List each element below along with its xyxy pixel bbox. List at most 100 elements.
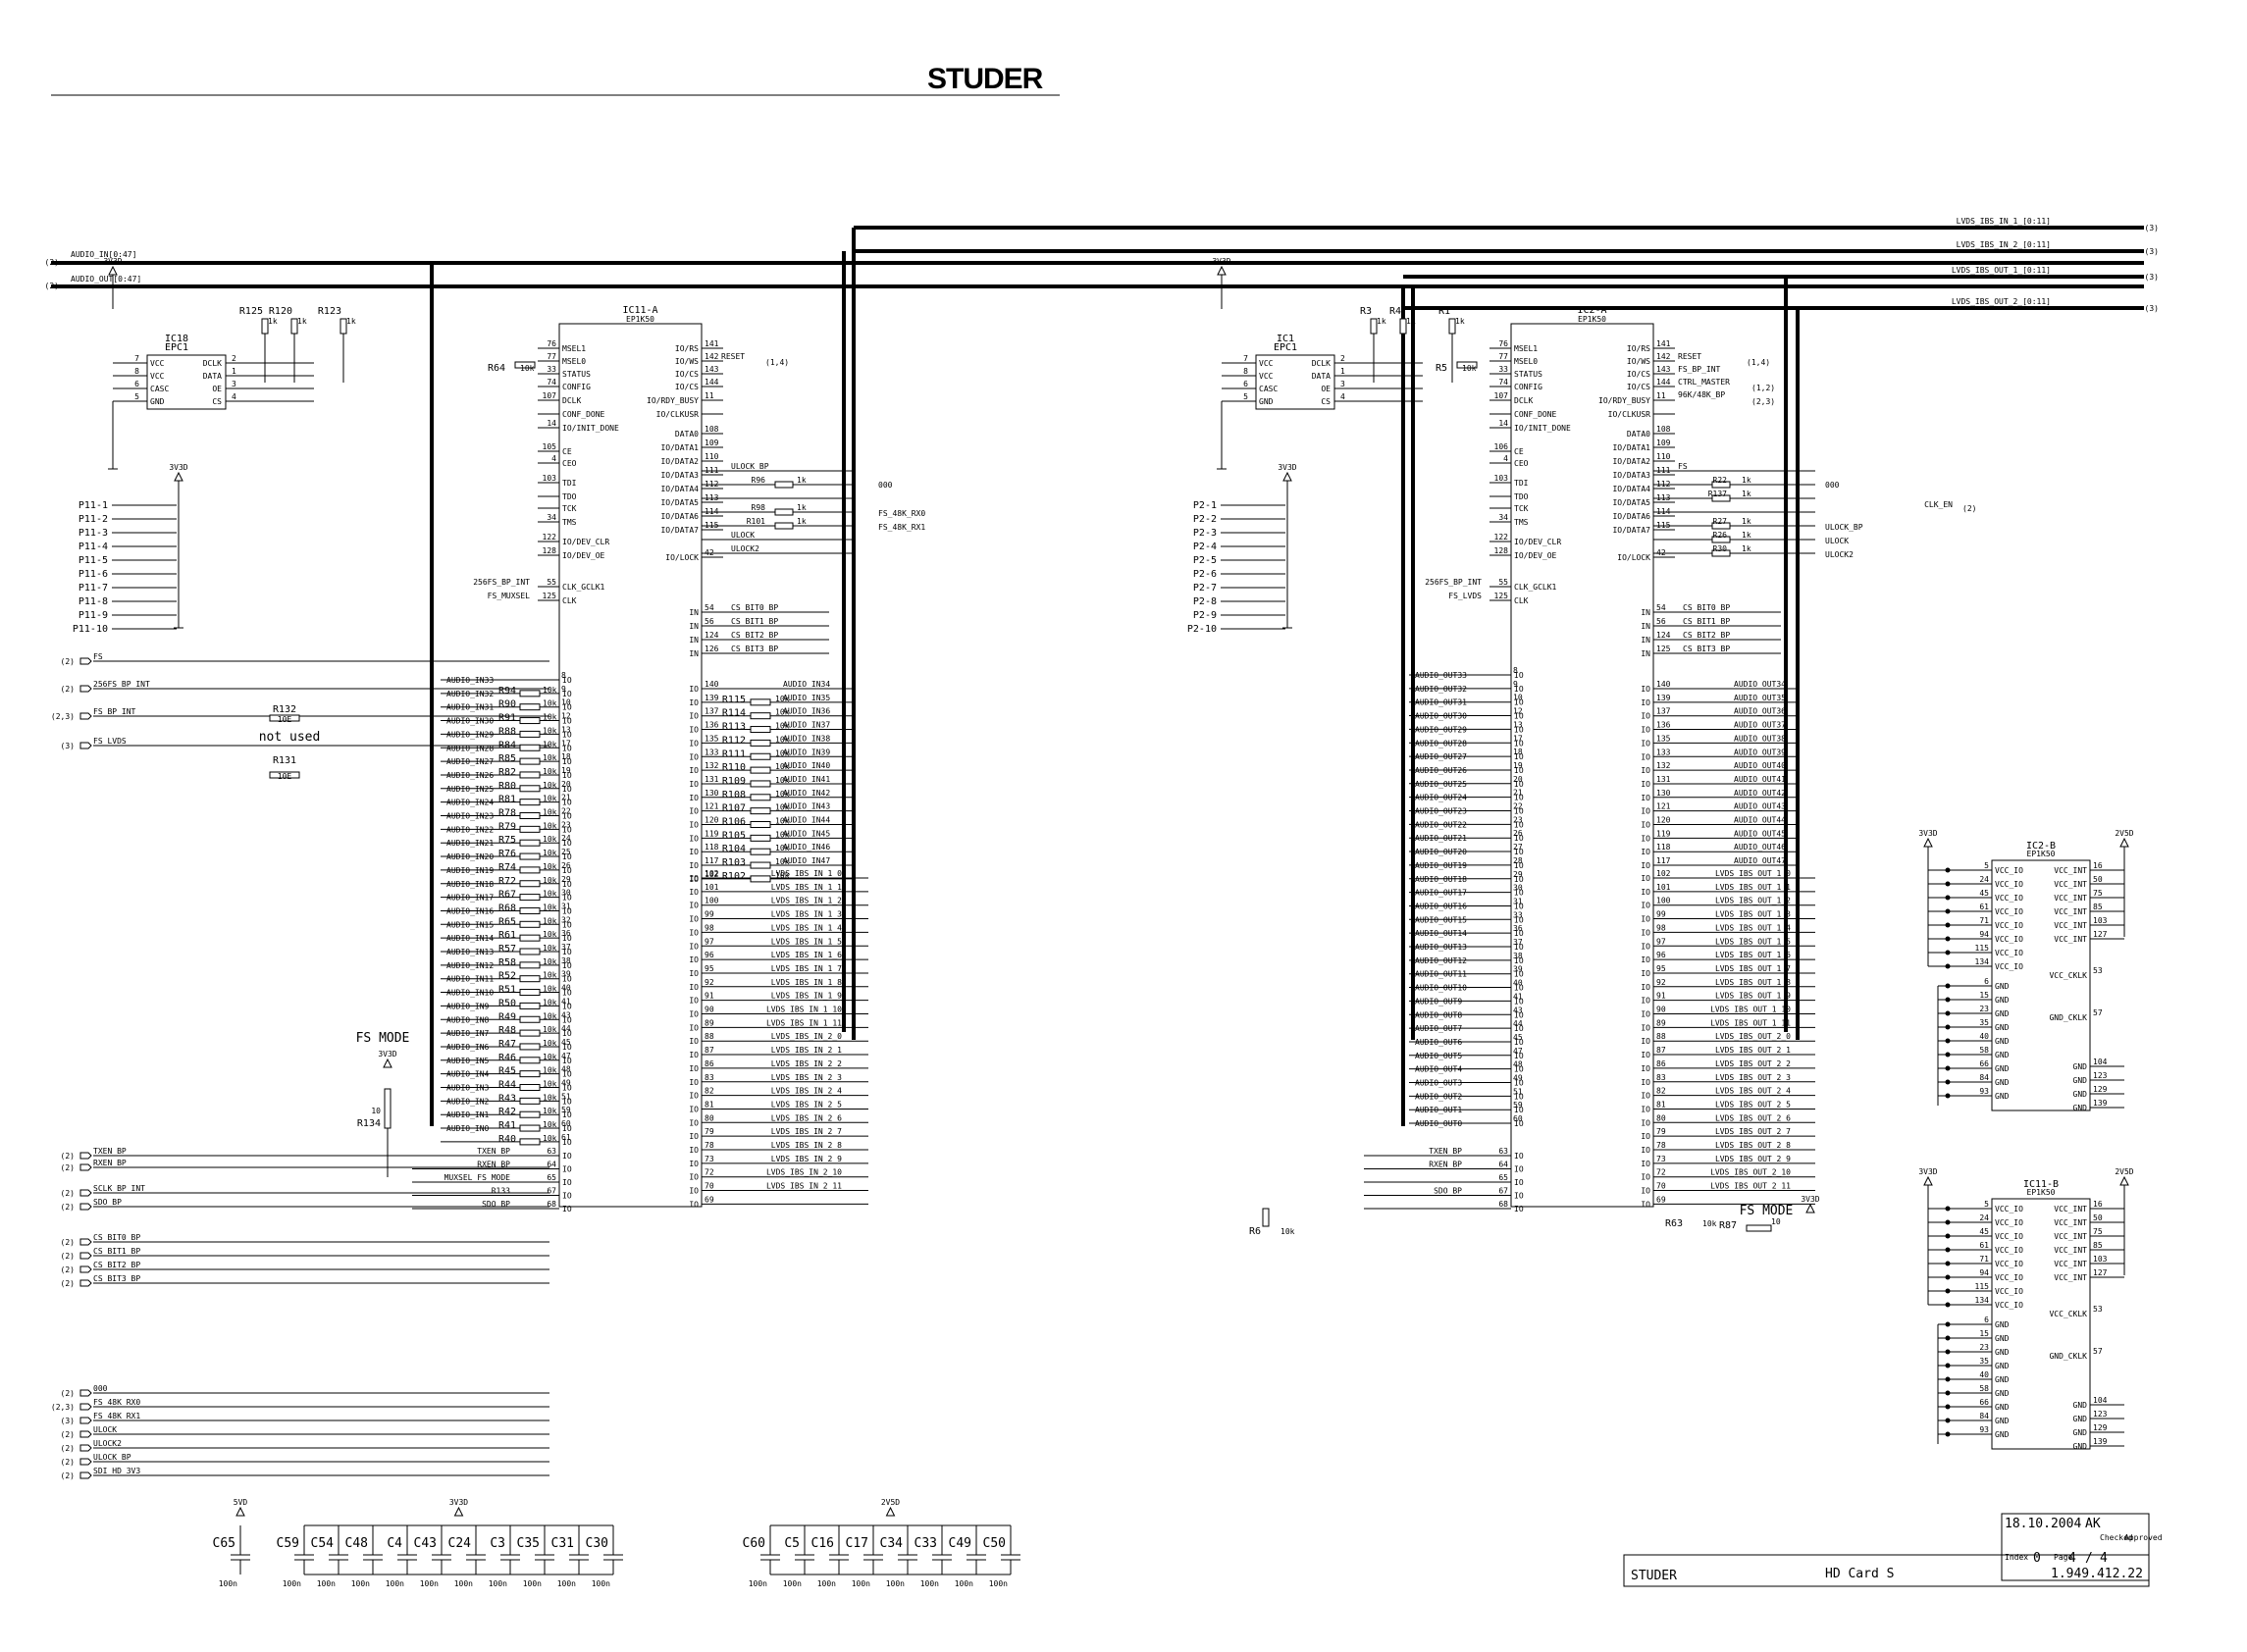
pin-number: 58	[1979, 1384, 1989, 1393]
net-label: AUDIO_IN23	[446, 812, 494, 821]
pin-number: 90	[1656, 1006, 1666, 1014]
net-label: CLK_EN	[1924, 500, 1953, 509]
title-index: 0	[2033, 1551, 2041, 1566]
io-label: IO	[689, 1064, 699, 1073]
port-ref: (3)	[61, 1417, 75, 1425]
resistor-value: 10k	[543, 1025, 557, 1034]
resistor-value: 10	[1771, 1217, 1781, 1226]
pin-number: 5	[1984, 1200, 1989, 1209]
cap-ref: C3	[490, 1536, 505, 1551]
connector-pin: P11-4	[78, 542, 108, 552]
pin-name: CONFIG	[1514, 383, 1542, 391]
net-label: ULOCK2	[731, 544, 759, 553]
io-label: IO	[689, 1023, 699, 1032]
pin-number: 45	[561, 1038, 571, 1047]
resistor-value: 10k	[543, 821, 557, 830]
io-label: IO	[689, 821, 699, 830]
pin-number: 76	[1498, 339, 1508, 348]
power-block	[1991, 1198, 2091, 1450]
port-ref: (2)	[61, 1444, 75, 1453]
cap-ref: C48	[345, 1536, 368, 1551]
net-label: AUDIO_OUT1	[1415, 1106, 1462, 1114]
net-label: CS_BIT0_BP	[731, 603, 778, 612]
series-resistor	[1711, 494, 1731, 502]
pin-number: 60	[561, 1119, 571, 1128]
pin-number: 35	[1979, 1018, 1989, 1027]
cap-ref: C4	[387, 1536, 402, 1551]
io-label: IO	[1514, 807, 1524, 816]
series-resistor	[750, 712, 771, 720]
cap-value: 100n	[523, 1579, 542, 1588]
resistor-value: 10k	[543, 795, 557, 803]
cap-ref: C17	[846, 1536, 868, 1551]
net-label: AUDIO_OUT28	[1415, 739, 1467, 748]
resistor-value: 10k	[775, 776, 790, 785]
studer-logo: STUDER	[927, 63, 1044, 95]
resistor-ref: R42	[498, 1107, 516, 1117]
pin-number: 7	[134, 354, 139, 363]
io-label: IO	[562, 785, 572, 794]
pin-name: VCC_CKLK	[2049, 971, 2087, 980]
io-label: IO	[1514, 1178, 1524, 1187]
pin-number: 84	[1979, 1412, 1989, 1420]
pin-number: 141	[705, 339, 719, 348]
resistor-ref: R125	[239, 306, 263, 317]
pin-name: GND	[1995, 996, 2010, 1005]
pin-number: 104	[2093, 1058, 2108, 1066]
pin-number: 41	[1513, 992, 1523, 1001]
io-label: IO	[689, 726, 699, 735]
junction-dot	[1945, 1093, 1951, 1099]
pin-number: 53	[2093, 1305, 2103, 1314]
pin-number: 9	[561, 685, 566, 694]
connector-pin: P2-3	[1193, 528, 1217, 539]
bus-ref: (3)	[2145, 247, 2159, 256]
net-label: AUDIO_IN47	[783, 856, 830, 865]
net-label: AUDIO_OUT39	[1734, 748, 1786, 756]
io-label: IO	[1641, 1051, 1650, 1059]
pin-name: GND	[1995, 1403, 2010, 1412]
pin-number: 112	[705, 480, 719, 489]
pin-number: 49	[561, 1079, 571, 1088]
pin-name: VCC	[150, 372, 165, 381]
pin-number: 39	[1513, 965, 1523, 974]
supply-arrow	[453, 1506, 464, 1517]
io-label: IO	[562, 1015, 572, 1024]
pin-number: 130	[705, 789, 719, 798]
net-label: LVDS_IBS_OUT_1_10	[1710, 1006, 1791, 1014]
ic-ref: IC18	[165, 334, 188, 344]
io-label: IO	[1641, 1132, 1650, 1141]
pin-number: 36	[561, 929, 571, 938]
net-label: AUDIO_IN45	[783, 829, 830, 838]
pin-number: 14	[547, 419, 556, 428]
series-resistor	[519, 1124, 541, 1132]
cap-ref: C50	[983, 1536, 1006, 1551]
ic-ref: IC11-B	[2023, 1179, 2059, 1190]
pin-name: VCC_IO	[1995, 1301, 2023, 1310]
io-label: IN	[689, 636, 699, 645]
net-label: R30	[1713, 544, 1728, 553]
net-label: AUDIO_OUT7	[1415, 1024, 1462, 1033]
pin-name: GND	[1995, 1389, 2010, 1398]
pin-number: 10	[1513, 694, 1523, 702]
resistor-value: 10k	[543, 916, 557, 925]
resistor-ref: R6	[1249, 1226, 1261, 1237]
series-resistor	[519, 690, 541, 697]
pin-name: IO/CLKUSR	[656, 410, 700, 419]
pin-number: 125	[543, 592, 557, 600]
junction-dot	[1945, 1335, 1951, 1341]
net-label: LVDS_IBS_IN_1_11	[766, 1018, 842, 1027]
pin-number: 49	[1513, 1074, 1523, 1083]
pin-name: CONF_DONE	[1514, 410, 1557, 419]
pin-name: VCC_IO	[1995, 1246, 2023, 1255]
pin-number: 6	[1984, 1316, 1989, 1324]
resistor-value: 10k	[775, 695, 790, 703]
pin-number: 77	[547, 352, 556, 361]
net-label: FS_48K_RX1	[878, 523, 925, 532]
pin-number: 63	[547, 1147, 556, 1156]
net-label: CS_BIT3_BP	[731, 645, 778, 653]
io-label: IO	[562, 1138, 572, 1147]
pin-name: VCC_IO	[1995, 880, 2023, 889]
pin-name: TDI	[1514, 479, 1529, 488]
net-label: AUDIO_IN16	[446, 906, 494, 915]
